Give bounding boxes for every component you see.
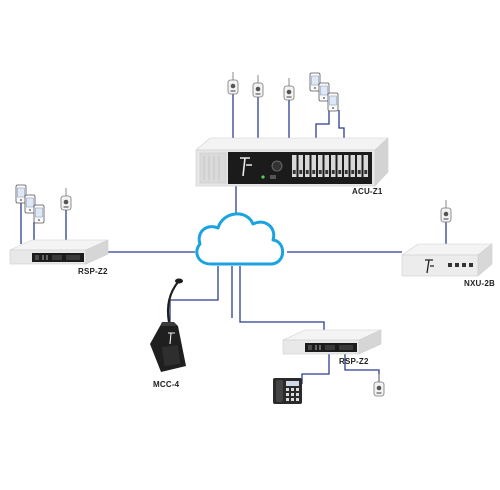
link-line [338,110,345,139]
rsp-z2-bottom-label: RSP-Z2 [339,357,369,366]
beltpack-icon [440,199,452,223]
acu-slot-card [350,155,355,177]
acu-slot-port [305,170,309,174]
phone-icon [318,82,330,102]
link-line [315,110,330,139]
acu-slot-card [311,155,316,177]
mcc-4-device [150,278,186,372]
acu-z1-slots [292,155,368,177]
nxu-2b-label: NXU-2B [464,279,495,288]
acu-slot-card [337,155,342,177]
acu-slot-port [299,170,303,174]
desk-phone-icon [273,378,302,404]
acu-slot-port [312,170,316,174]
acu-slot-card [324,155,329,177]
rsp-z2-bottom-device [282,329,382,355]
phone-icon [33,204,45,224]
acu-slot-port [351,170,355,174]
acu-slot-card [363,155,368,177]
acu-slot-port [325,170,329,174]
mcc-4-label: MCC-4 [153,380,180,389]
acu-slot-card [331,155,336,177]
phone-icon [15,184,27,204]
acu-slot-card [357,155,362,177]
beltpack-icon [60,187,72,211]
acu-slot-card [305,155,310,177]
rsp-z2-left-label: RSP-Z2 [78,267,108,276]
acu-slot-port [344,170,348,174]
acu-slot-port [364,170,368,174]
acu-slot-port [357,170,361,174]
network-links [20,92,447,384]
acu-slot-card [292,155,297,177]
beltpack-icon [373,373,385,397]
nxu-2b-device [401,243,493,277]
acu-slot-card [318,155,323,177]
rsp-z2-left-device [9,239,109,265]
link-line [169,266,219,322]
link-line [239,266,325,332]
phone-icon [327,92,339,112]
acu-slot-card [344,155,349,177]
beltpack-icon [283,77,295,101]
beltpack-icon [227,71,239,95]
phone-icon [309,72,321,92]
acu-slot-port [338,170,342,174]
acu-z1-label: ACU-Z1 [352,187,383,196]
acu-slot-port [292,170,296,174]
beltpack-icon [252,74,264,98]
acu-slot-port [331,170,335,174]
acu-slot-card [298,155,303,177]
acu-slot-port [318,170,322,174]
link-line [301,354,330,384]
cloud-icon [195,212,285,266]
phone-icon [24,194,36,214]
